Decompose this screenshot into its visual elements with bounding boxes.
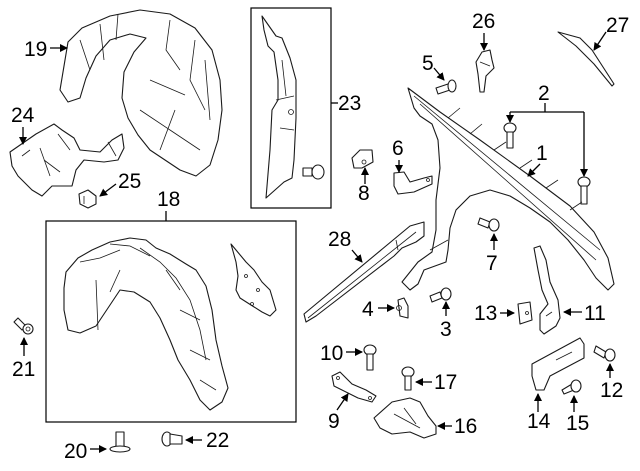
callout-23: 23 — [338, 92, 361, 115]
leader-9 — [336, 393, 349, 411]
callout-1: 1 — [536, 142, 548, 165]
callout-25: 25 — [118, 170, 141, 193]
part-11-bracket[interactable] — [533, 245, 561, 335]
callout-8: 8 — [358, 182, 370, 205]
part-14-bracket[interactable] — [531, 337, 585, 391]
part-13-clip-nut[interactable] — [517, 301, 533, 325]
part-27-molding[interactable] — [557, 31, 615, 87]
part-25-clip[interactable] — [78, 189, 97, 209]
part-10-bolt[interactable] — [363, 344, 377, 371]
leader-1 — [527, 163, 541, 177]
callout-4: 4 — [362, 298, 374, 321]
leader-28 — [351, 249, 363, 263]
leader-5 — [433, 67, 445, 81]
part-24-splash-shield[interactable] — [9, 123, 125, 197]
part-20-push-pin[interactable] — [109, 431, 131, 453]
part-26-bracket[interactable] — [475, 49, 495, 93]
part-3-bolt[interactable] — [429, 287, 452, 303]
callout-24: 24 — [11, 104, 35, 127]
callout-14: 14 — [527, 410, 551, 433]
callout-5: 5 — [422, 52, 434, 75]
part-19-fender-liner[interactable] — [59, 9, 223, 177]
part-23-clip[interactable] — [302, 164, 325, 180]
part-2-bolt-b[interactable] — [577, 176, 591, 205]
part-16-bracket[interactable] — [373, 397, 437, 439]
part-28-reinforcement[interactable] — [303, 221, 425, 323]
callout-12: 12 — [600, 379, 623, 402]
part-9-bracket[interactable] — [331, 371, 377, 403]
assembly-box-18 — [45, 220, 297, 423]
part-5-bolt[interactable] — [435, 79, 457, 95]
callout-7: 7 — [486, 252, 498, 275]
part-15-bolt[interactable] — [561, 379, 582, 395]
part-22-screw[interactable] — [161, 431, 183, 447]
part-8-clip-nut[interactable] — [351, 149, 374, 169]
callout-16: 16 — [454, 415, 477, 438]
callout-19: 19 — [24, 38, 47, 61]
part-6-bracket[interactable] — [393, 171, 433, 195]
part-2-bolt-a[interactable] — [503, 122, 517, 149]
callout-17: 17 — [434, 371, 457, 394]
part-23-seal[interactable] — [261, 15, 297, 199]
part-1-fender[interactable] — [401, 87, 615, 291]
part-18-bracket[interactable] — [230, 243, 277, 317]
assembly-box-23 — [250, 7, 332, 209]
callout-20: 20 — [64, 440, 87, 463]
callout-2: 2 — [538, 82, 550, 105]
part-4-clip-nut[interactable] — [396, 297, 409, 319]
callout-13: 13 — [474, 302, 497, 325]
callout-6: 6 — [392, 137, 404, 160]
callout-11: 11 — [584, 302, 606, 325]
callout-21: 21 — [12, 358, 35, 381]
callout-22: 22 — [206, 429, 229, 452]
callout-27: 27 — [606, 14, 629, 37]
part-7-bolt[interactable] — [477, 217, 500, 232]
leader-2 — [510, 103, 584, 113]
part-12-bolt[interactable] — [593, 345, 616, 362]
callout-9: 9 — [328, 410, 340, 433]
callout-26: 26 — [472, 10, 495, 33]
callout-15: 15 — [566, 412, 589, 435]
part-21-screw[interactable] — [13, 317, 34, 335]
part-17-bolt[interactable] — [401, 366, 415, 391]
callout-3: 3 — [440, 318, 452, 341]
callout-28: 28 — [328, 228, 351, 251]
part-18-front-liner[interactable] — [63, 237, 229, 411]
callout-18: 18 — [157, 188, 180, 211]
leader-27 — [593, 31, 607, 51]
leader-25 — [99, 183, 117, 197]
callout-10: 10 — [320, 342, 343, 365]
